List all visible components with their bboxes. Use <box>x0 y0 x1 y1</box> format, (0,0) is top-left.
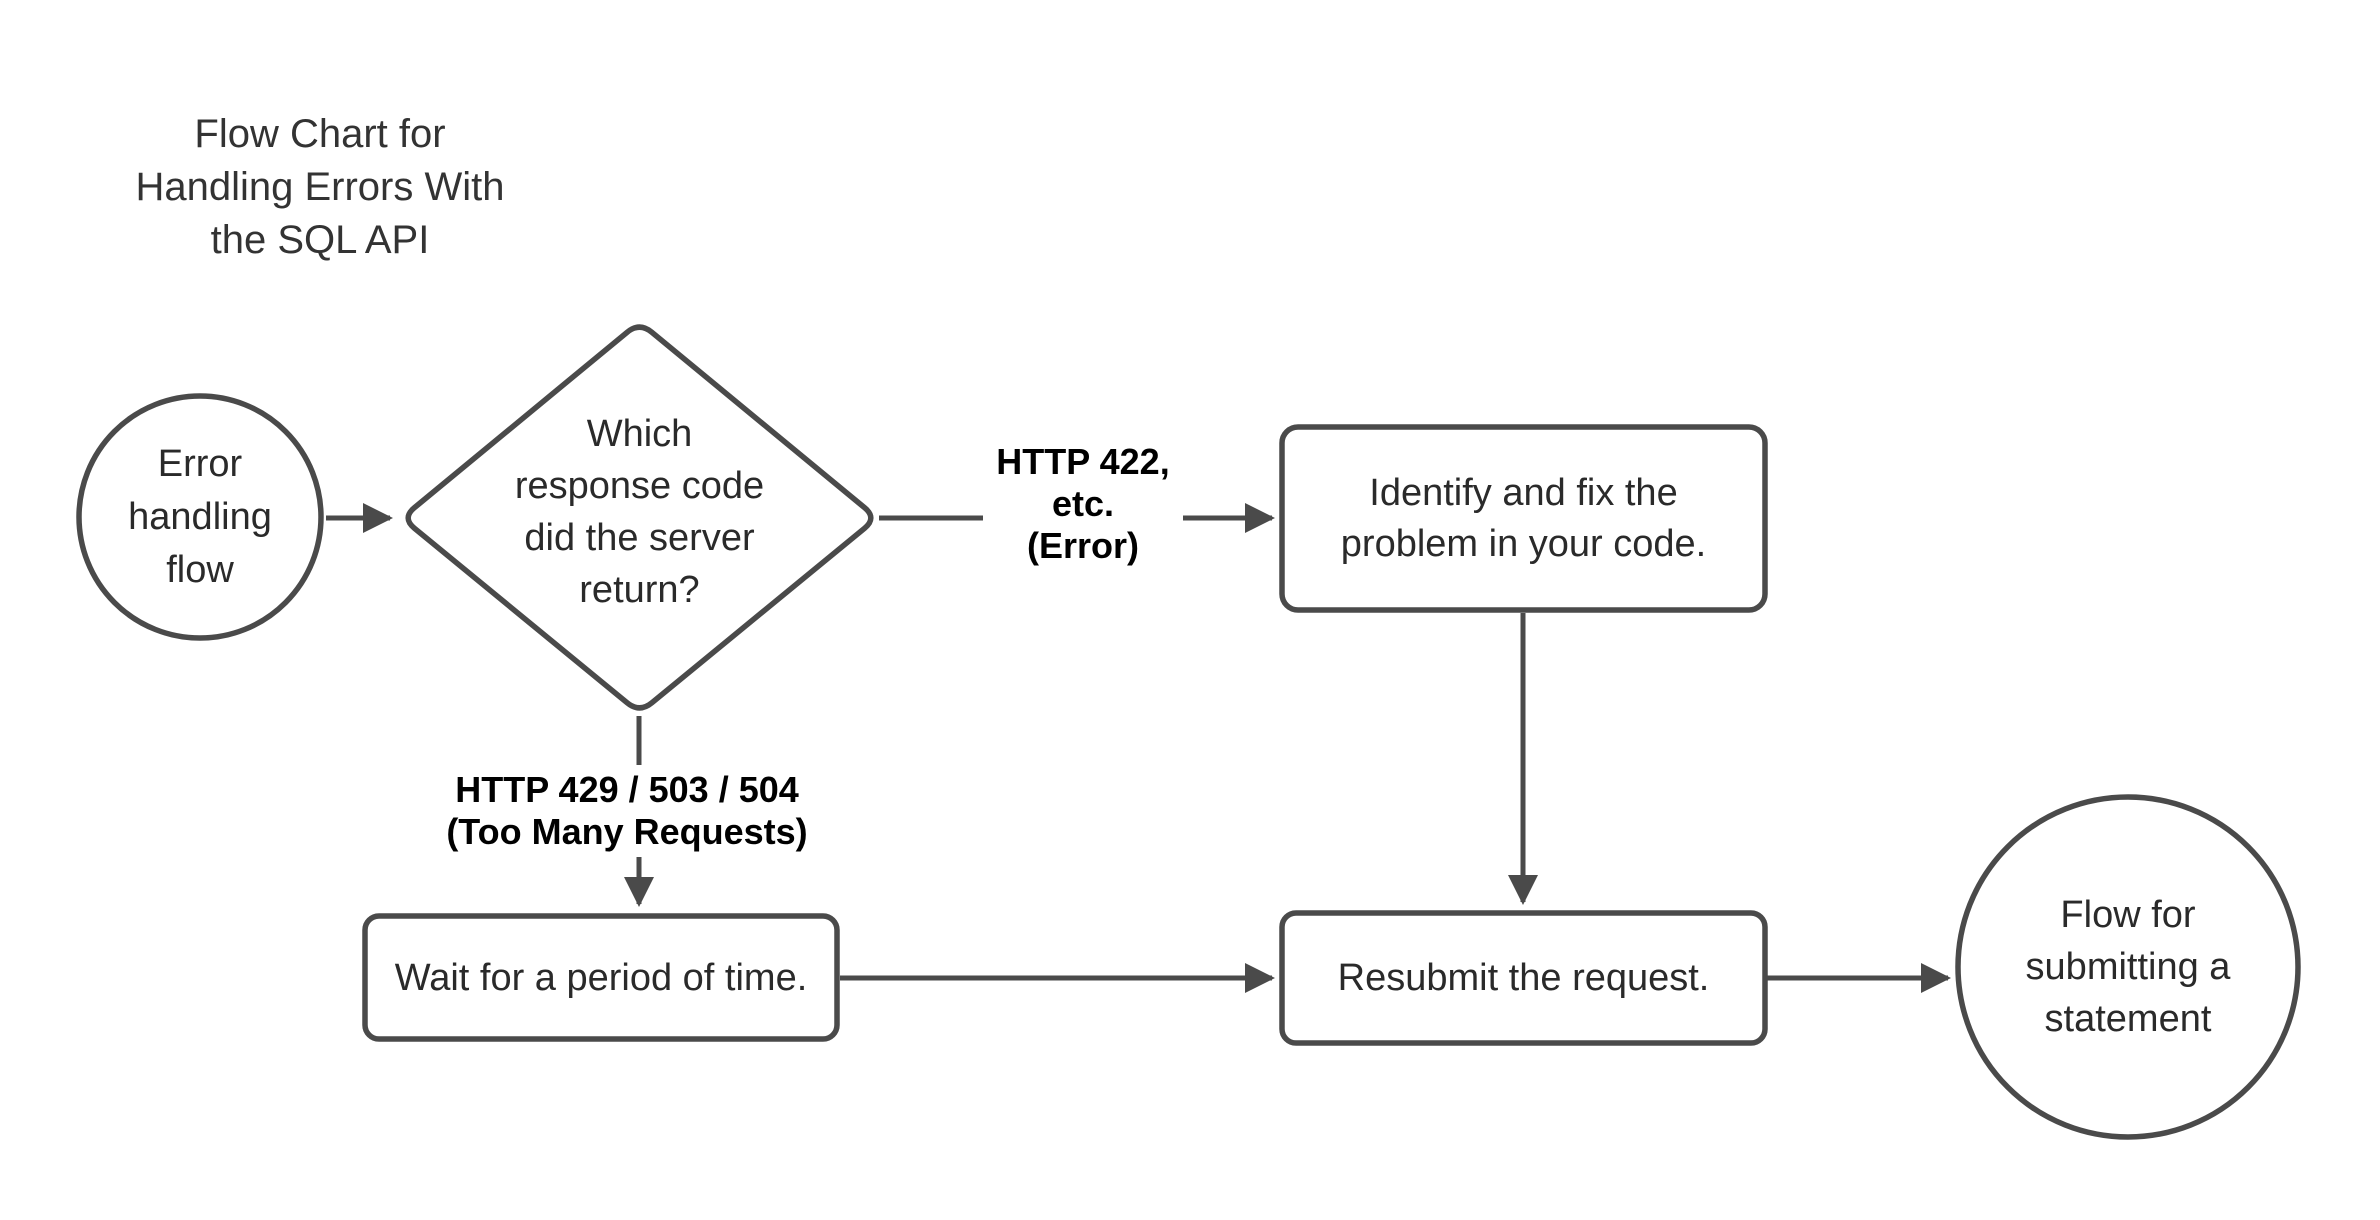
edge-label-too-many-requests: HTTP 429 / 503 / 504 (Too Many Requests) <box>415 765 839 857</box>
end-circle-label: Flow for submitting a statement <box>2025 894 2231 1040</box>
start-circle <box>76 393 324 641</box>
flowchart-title: Flow Chart for Handling Errors With the … <box>135 112 505 262</box>
decision-diamond-label: Which response code did the server retur… <box>514 413 765 611</box>
edge-label-error: HTTP 422, etc. (Error) <box>983 441 1183 566</box>
resubmit-box-label: Resubmit the request. <box>1337 957 1710 999</box>
wait-box-label: Wait for a period of time. <box>394 956 808 999</box>
fix-code-box-label: Identify and fix the problem in your cod… <box>1340 471 1707 565</box>
start-circle-label: Error handling flow <box>128 442 272 591</box>
end-circle <box>1955 794 2301 1140</box>
resubmit-box <box>1279 910 1768 1046</box>
fix-code-box <box>1279 424 1768 613</box>
wait-box <box>362 913 840 1042</box>
decision-diamond <box>405 324 874 711</box>
